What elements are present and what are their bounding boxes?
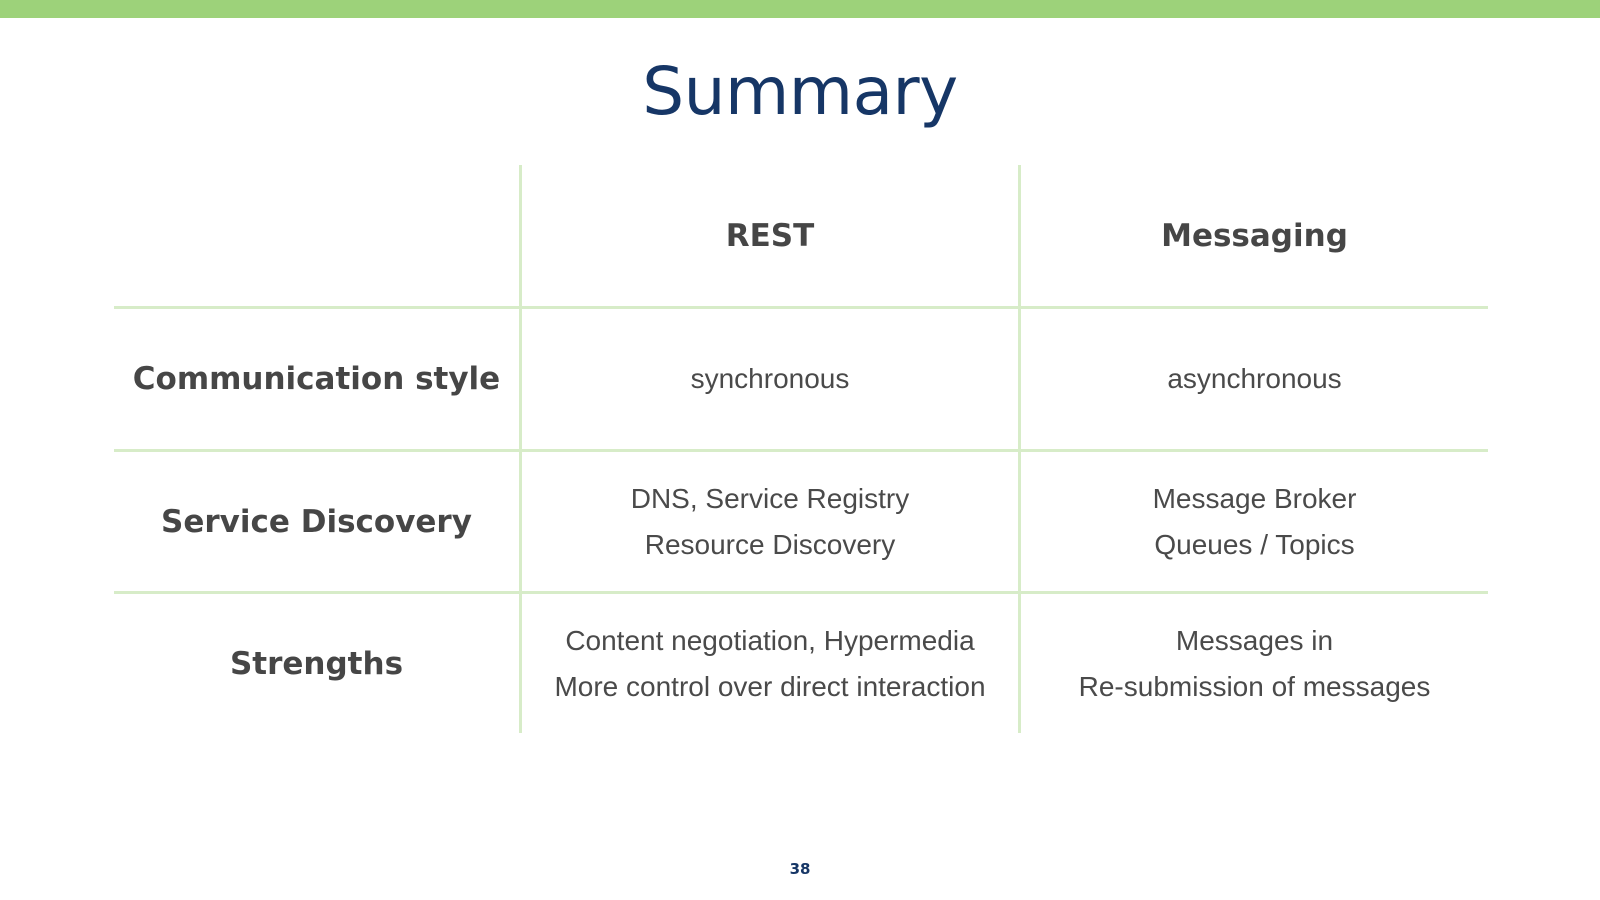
slide-title: Summary — [642, 53, 958, 130]
cell-text: Re-submission of messages — [1078, 670, 1431, 702]
cell-rest-strengths: Content negotiation, Hypermedia More con… — [522, 594, 1018, 733]
cell-text: synchronous — [690, 363, 850, 394]
cell-rest-service-discovery: DNS, Service Registry Resource Discovery — [522, 452, 1018, 591]
page-number: 38 — [789, 860, 811, 878]
cell-messaging-communication-style: asynchronous — [1021, 309, 1488, 449]
cell-text: Message Broker — [1152, 482, 1357, 514]
comparison-table: REST Messaging Communication style synch… — [114, 165, 1488, 733]
cell-text: DNS, Service Registry — [630, 482, 910, 514]
header-empty-cell — [114, 165, 519, 306]
cell-text: asynchronous — [1167, 363, 1342, 394]
cell-text: Queues / Topics — [1154, 528, 1355, 560]
top-accent-bar — [0, 0, 1600, 18]
cell-messaging-service-discovery: Message Broker Queues / Topics — [1021, 452, 1488, 591]
row-label-strengths: Strengths — [229, 645, 404, 682]
row-label-service-discovery: Service Discovery — [161, 503, 472, 540]
cell-rest-communication-style: synchronous — [522, 309, 1018, 449]
cell-messaging-strengths: Messages in Re-submission of messages — [1021, 594, 1488, 733]
cell-text: Messages in — [1175, 624, 1334, 656]
row-divider — [114, 591, 1488, 594]
column-header-messaging: Messaging — [1161, 217, 1348, 254]
cell-text: Resource Discovery — [644, 528, 896, 560]
row-divider — [114, 449, 1488, 452]
column-header-rest: REST — [725, 217, 815, 254]
cell-text: More control over direct interaction — [554, 670, 986, 702]
row-divider — [114, 306, 1488, 309]
cell-text: Content negotiation, Hypermedia — [565, 624, 975, 656]
row-label-communication-style: Communication style — [132, 361, 501, 397]
